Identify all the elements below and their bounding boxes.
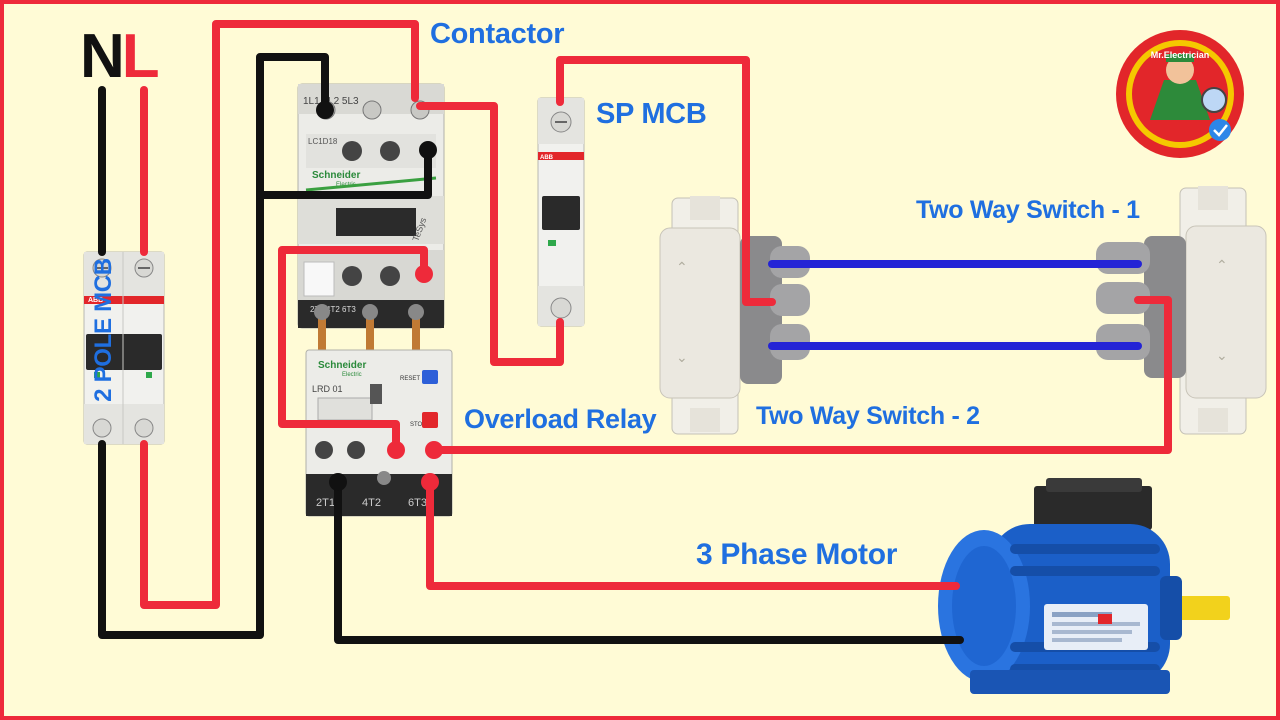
relay-stop-button bbox=[422, 412, 438, 428]
relay-brand: Schneider bbox=[318, 360, 366, 371]
motor-nameplate bbox=[1044, 604, 1148, 650]
relay-stop-text: STOP bbox=[410, 422, 426, 428]
wire-motor-red bbox=[426, 478, 960, 590]
live-letter: L bbox=[121, 22, 160, 91]
two-way-switch-2: ⌃ ⌄ bbox=[659, 196, 810, 435]
relay-reset-button bbox=[422, 370, 438, 384]
label-two-way-switch-1: Two Way Switch - 1 bbox=[916, 196, 1140, 224]
motor-terminal-box bbox=[1034, 486, 1152, 530]
contactor-relay-pins bbox=[314, 304, 424, 360]
label-motor: 3 Phase Motor bbox=[696, 538, 898, 571]
contactor: 1L1 3L2 5L3 LC1D18 Schneider Electric Te… bbox=[297, 83, 445, 329]
relay-terminal-2: 4T2 bbox=[362, 497, 381, 509]
nl-label: NL bbox=[80, 26, 160, 88]
motor-shaft bbox=[1170, 596, 1230, 620]
terminal-dots bbox=[316, 101, 443, 491]
svg-text:⌄: ⌄ bbox=[1216, 347, 1228, 363]
two-way-switch-1: ⌃ ⌄ bbox=[1096, 186, 1267, 435]
wire-neutral-coil bbox=[256, 144, 432, 199]
two-pole-mcb: ABB bbox=[83, 251, 165, 445]
wire-live-loop bbox=[140, 20, 419, 609]
contactor-model: LC1D18 bbox=[308, 137, 338, 146]
three-phase-motor bbox=[938, 478, 1230, 694]
svg-text:⌃: ⌃ bbox=[1216, 257, 1228, 273]
spmcb-brand: ABB bbox=[540, 155, 554, 161]
electrician-icon bbox=[1166, 56, 1194, 84]
logo-text: Mr.Electrician bbox=[1151, 50, 1210, 60]
bulb-icon bbox=[1201, 87, 1227, 113]
wire-motor-black bbox=[334, 476, 964, 644]
label-two-way-switch-2: Two Way Switch - 2 bbox=[756, 402, 980, 430]
label-2-pole-mcb: 2 POLE MCB bbox=[89, 258, 117, 402]
verified-badge-icon bbox=[1209, 119, 1231, 141]
contactor-brand: Schneider bbox=[312, 170, 360, 181]
relay-brand-sub: Electric bbox=[342, 372, 362, 378]
svg-text:⌃: ⌃ bbox=[676, 259, 688, 275]
relay-terminal-3: 6T3 bbox=[408, 497, 427, 509]
label-sp-mcb: SP MCB bbox=[596, 98, 707, 130]
label-overload-relay: Overload Relay bbox=[464, 404, 657, 434]
mcb2-toggle bbox=[86, 334, 162, 370]
wire-spmcb-in bbox=[416, 102, 564, 366]
svg-text:1L1 3L2 5L3: 1L1 3L2 5L3 bbox=[303, 96, 359, 107]
relay-terminal-1: 2T1 bbox=[316, 497, 335, 509]
wires bbox=[98, 20, 1172, 644]
relay-model: LRD 01 bbox=[312, 384, 343, 394]
wire-neutral-loop bbox=[98, 53, 329, 639]
label-contactor: Contactor bbox=[430, 18, 565, 50]
svg-text:⌄: ⌄ bbox=[676, 349, 688, 365]
spmcb-toggle bbox=[542, 196, 580, 230]
neutral-letter: N bbox=[80, 22, 125, 91]
relay-reset-text: RESET bbox=[400, 376, 420, 382]
svg-text:2T1 4T2 6T3: 2T1 4T2 6T3 bbox=[310, 305, 356, 314]
wire-relay-aux bbox=[278, 246, 428, 450]
mcb2-brand: ABB bbox=[88, 297, 103, 304]
wire-switch-return bbox=[430, 296, 1172, 454]
wire-spmcb-out bbox=[556, 56, 776, 306]
sp-mcb: ABB bbox=[537, 97, 585, 327]
channel-logo: Mr.Electrician bbox=[1116, 30, 1244, 158]
